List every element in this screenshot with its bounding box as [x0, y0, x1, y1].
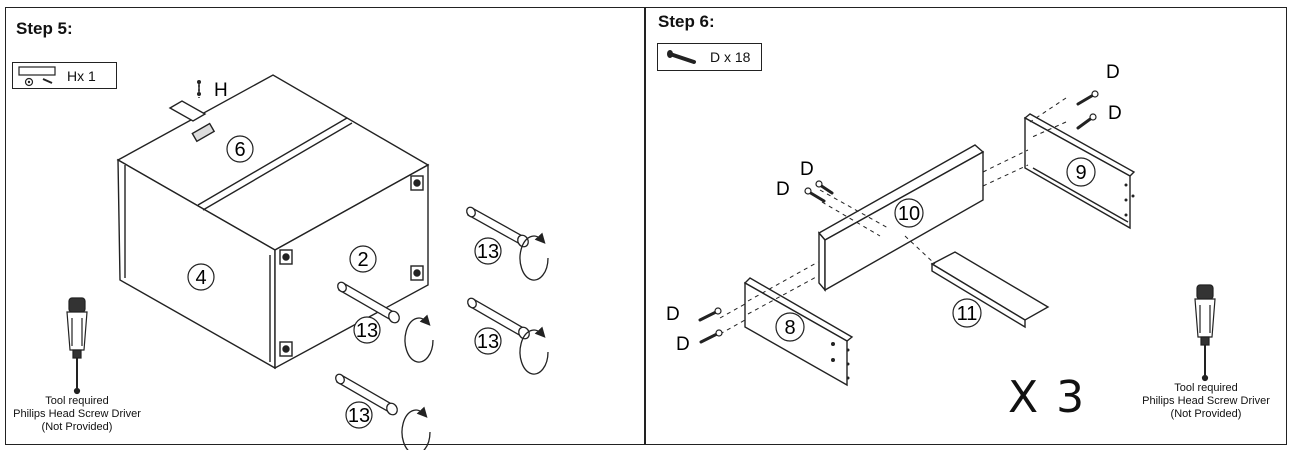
screwdriver-icon	[1194, 284, 1216, 382]
screwdriver-icon	[66, 297, 88, 395]
part-label-6: 6	[234, 139, 245, 161]
step-6-title: Step 6:	[658, 12, 715, 31]
screw-icon	[807, 190, 826, 203]
rotate-arrow-icon	[519, 326, 549, 375]
part-label-10: 10	[898, 203, 920, 225]
step-6-tool-note: Tool required Philips Head Screw Driver …	[1136, 382, 1276, 421]
tool-line-3: (Not Provided)	[1170, 408, 1242, 420]
cabinet-drawing	[116, 74, 430, 370]
tool-line-1: Tool required	[1174, 382, 1238, 394]
part-label-11: 11	[957, 303, 978, 325]
screw-label-d: D	[800, 159, 814, 180]
dowel-group	[335, 206, 530, 416]
screw-icon	[667, 50, 696, 64]
rotate-arrow-icon	[404, 314, 434, 363]
cam-lock-icon	[18, 65, 56, 86]
part-label-2: 2	[357, 249, 368, 271]
part-label-13: 13	[477, 331, 499, 353]
screw-label-d: D	[1106, 62, 1120, 83]
part-label-8: 8	[784, 317, 795, 339]
dowel-icon	[466, 206, 529, 248]
screw-label-d: D	[776, 179, 790, 200]
rotation-arrows	[401, 232, 549, 450]
tool-line-2: Philips Head Screw Driver	[1142, 395, 1270, 407]
screw-label-d: D	[676, 334, 690, 355]
part-label-4: 4	[195, 267, 206, 289]
screw-label-d: D	[666, 304, 680, 325]
assembly-guides	[719, 97, 1067, 335]
step-5-title: Step 5:	[16, 19, 73, 38]
dowel-icon	[335, 373, 398, 416]
dowel-icon	[337, 281, 400, 324]
drawer-panels	[743, 113, 1136, 387]
part-label-13: 13	[348, 405, 370, 427]
step-6-hardware-box: D x 18	[657, 43, 762, 71]
tool-line-3: (Not Provided)	[41, 421, 113, 433]
part-label-13: 13	[356, 320, 378, 342]
part-label-13: 13	[477, 241, 499, 263]
screw-label-d: D	[1108, 103, 1122, 124]
step-6-hardware-label: D x 18	[710, 49, 751, 65]
part-label-9: 9	[1075, 162, 1086, 184]
hardware-letter-h: H	[214, 80, 228, 101]
hardware-h-screw	[197, 80, 201, 96]
step-5-hardware-label: Hx 1	[67, 67, 96, 84]
rotate-arrow-icon	[401, 406, 431, 450]
rotate-arrow-icon	[519, 232, 549, 281]
tool-line-2: Philips Head Screw Driver	[13, 408, 141, 420]
step-5-tool-note: Tool required Philips Head Screw Driver …	[7, 395, 147, 434]
step-6-panel	[645, 7, 1287, 445]
quantity-multiplier: X 3	[1008, 372, 1087, 423]
tool-line-1: Tool required	[45, 395, 109, 407]
step-5-hardware-box: Hx 1	[12, 62, 117, 89]
step-5-panel	[5, 7, 645, 445]
screw-icon	[818, 183, 834, 195]
dowel-icon	[467, 297, 530, 340]
